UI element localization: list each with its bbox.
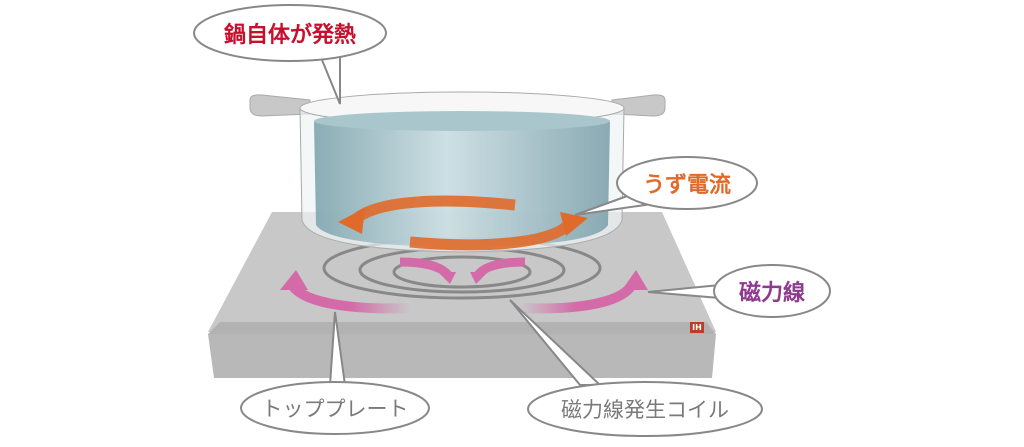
label-coil: 磁力線発生コイル: [561, 398, 729, 422]
label-eddy-current: うず電流: [642, 173, 732, 198]
ih-badge: IH: [690, 322, 704, 333]
label-pot-heats: 鍋自体が発熱: [223, 23, 357, 48]
eddy-current-arrows: [338, 195, 588, 251]
label-magnetic-lines: 磁力線: [738, 281, 806, 306]
pot: [249, 91, 666, 253]
callout-bubbles: [193, 4, 831, 437]
label-top-plate: トッププレート: [261, 397, 409, 421]
magnetic-field-arrows: [280, 257, 648, 314]
